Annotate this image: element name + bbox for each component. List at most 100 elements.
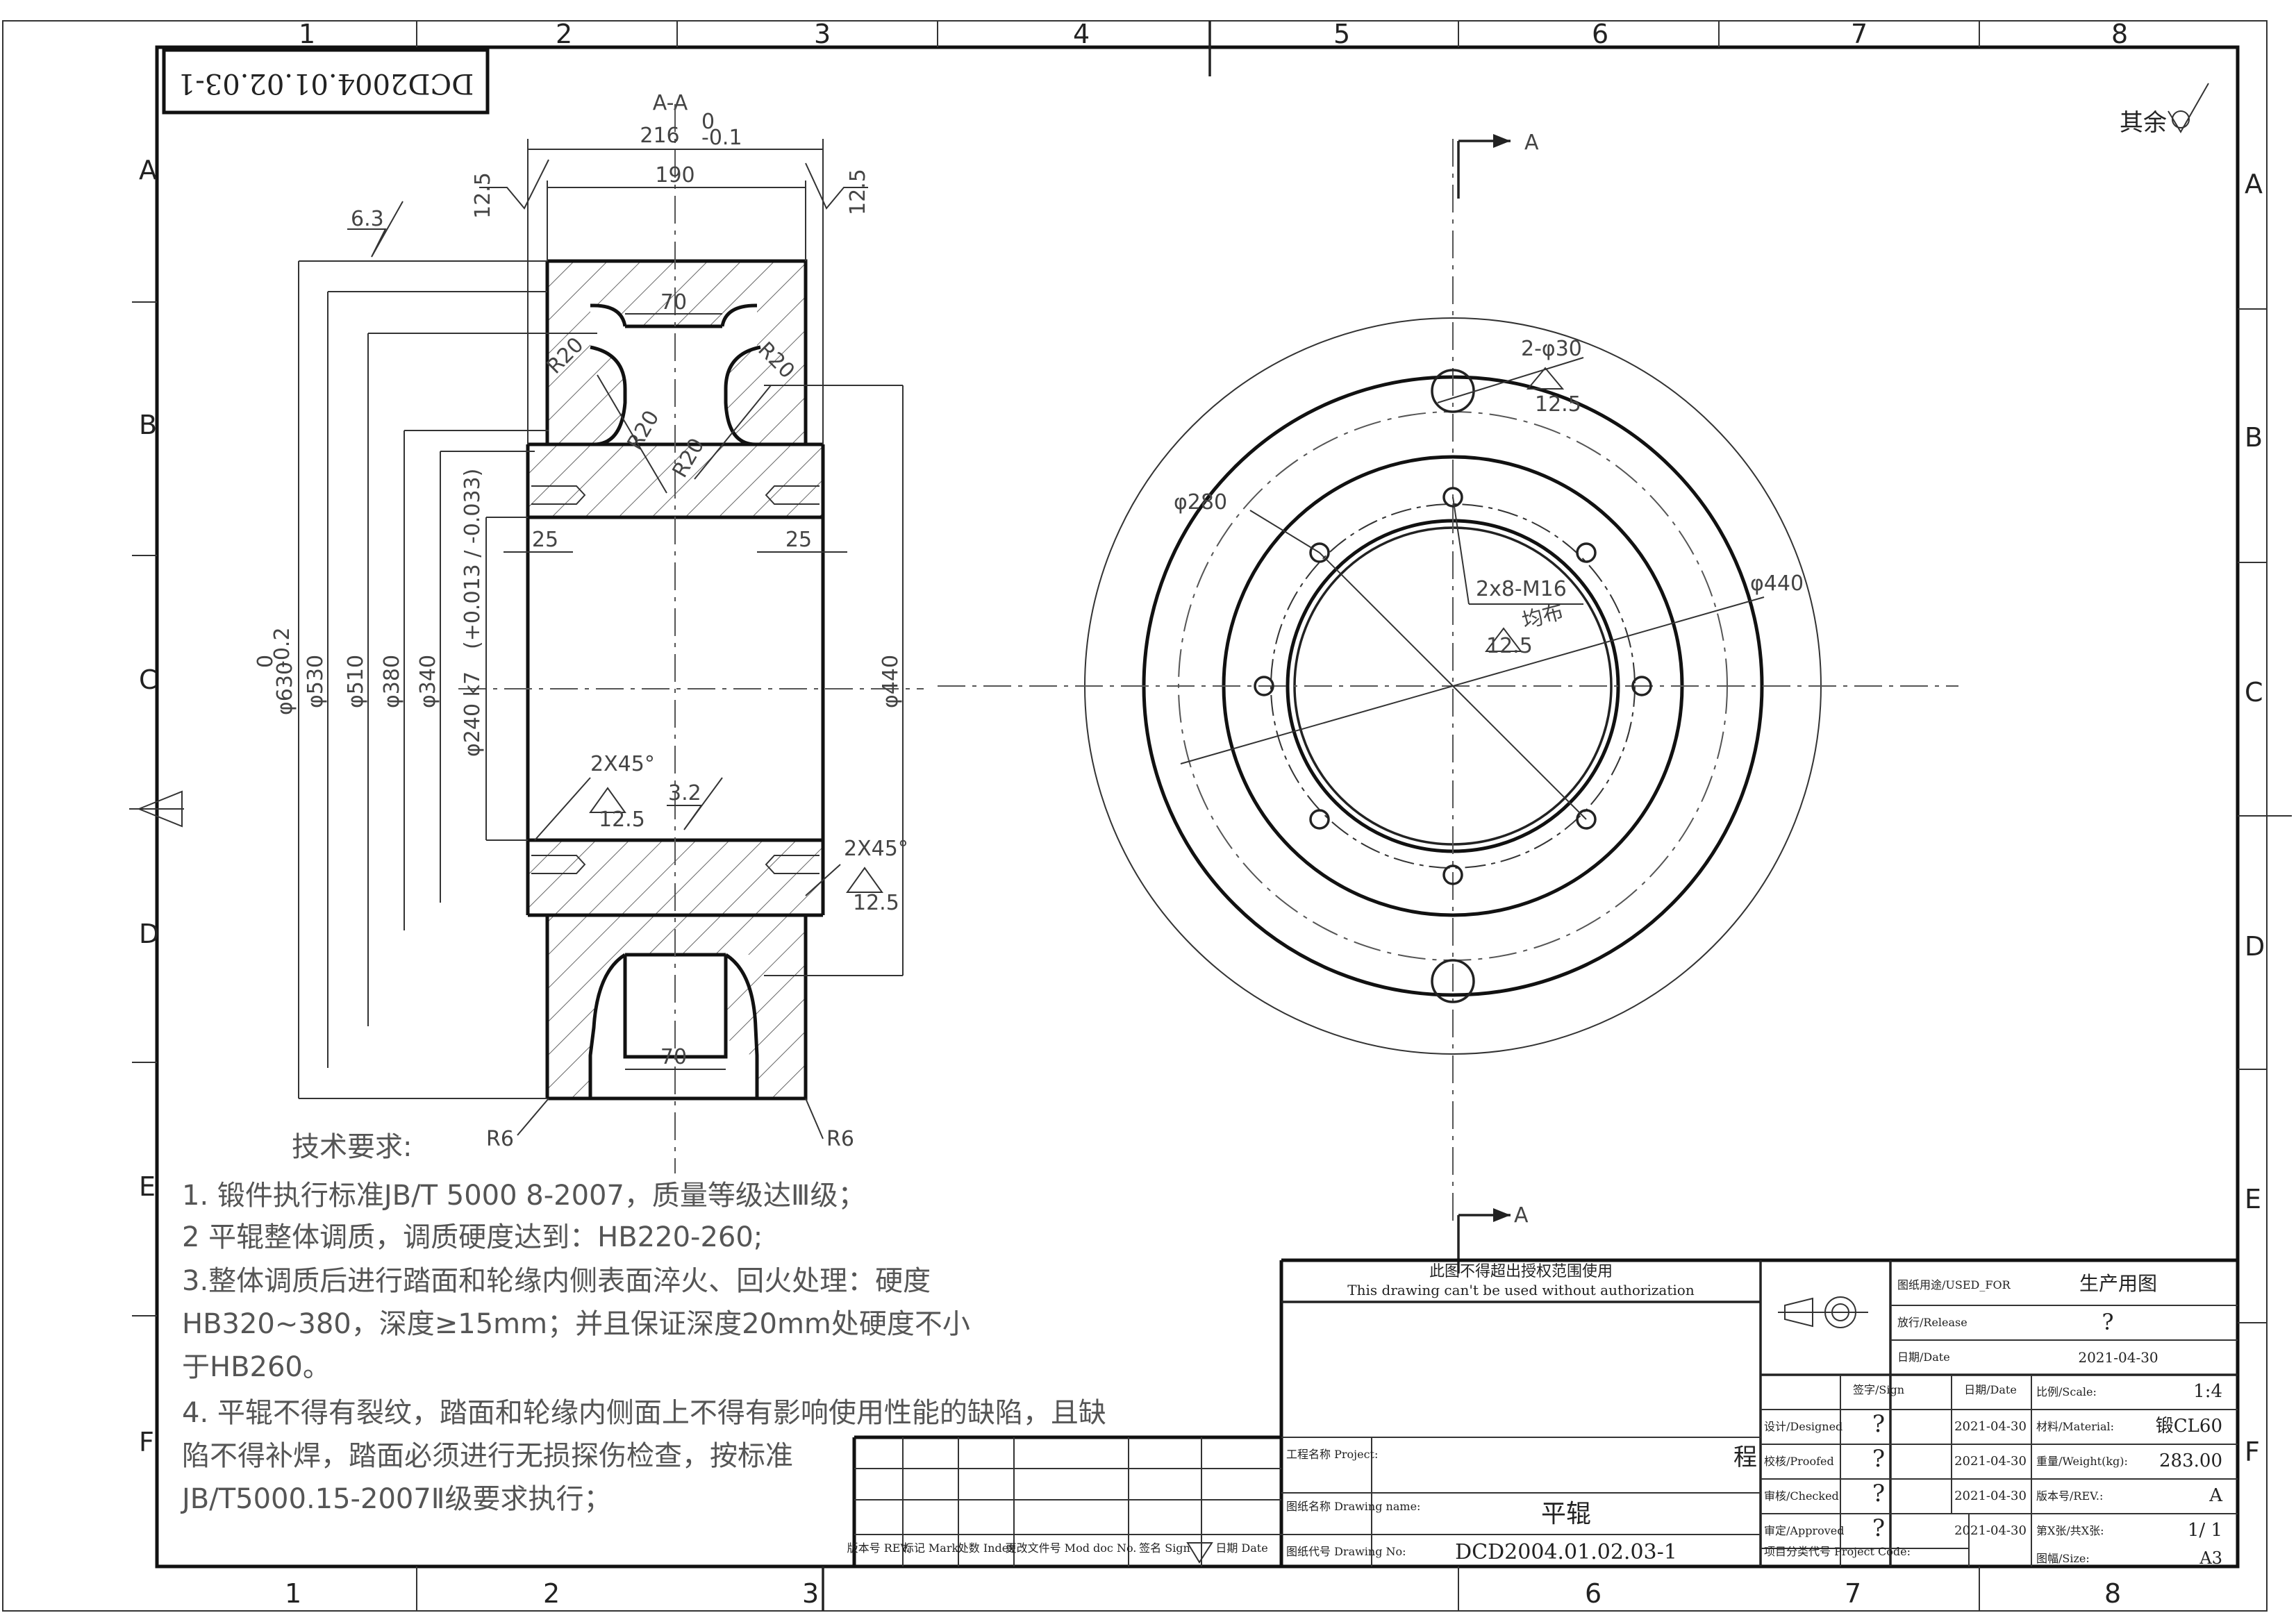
tech-req-line-8: JB/T5000.15-2007Ⅱ级要求执行； (180, 1483, 611, 1515)
dim-d630-tol-lower: -0.2 (270, 627, 294, 668)
tech-req-line-4: HB320~380，深度≥15mm；并且保证深度20mm处硬度不小 (182, 1308, 970, 1340)
holes-m16-roughness: 12.5 (1486, 634, 1533, 658)
row-approved-role: 审定/Approved (1764, 1524, 1844, 1537)
used-for-label: 图纸用途/USED_FOR (1897, 1278, 2011, 1291)
col-marker-bottom-2: 2 (543, 1578, 560, 1609)
row-marker-e: E (139, 1171, 156, 1202)
row-marker-right-c: C (2245, 677, 2263, 708)
sign-header: 签字/Sign (1853, 1383, 1904, 1396)
rev-header-mark: 标记 Mark (903, 1541, 959, 1555)
holes-2x30-label: 2-φ30 (1521, 337, 1582, 361)
row-checked-date: 2021-04-30 (1954, 1489, 2027, 1503)
release-value: ? (2102, 1309, 2113, 1335)
chamfer-2x45-b: 2X45° (844, 837, 908, 861)
col-marker-3: 3 (814, 19, 831, 49)
weight-value: 283.00 (2159, 1450, 2222, 1471)
date-header: 日期/Date (1964, 1383, 2017, 1396)
dim-25-left: 25 (532, 528, 558, 552)
rev-header-mod-doc: 更改文件号 Mod doc No. (1006, 1541, 1137, 1555)
roughness-12-5-b: 12.5 (846, 169, 870, 215)
drawing-name-value: 平辊 (1541, 1500, 1591, 1528)
dim-216: 216 (640, 124, 679, 148)
tech-req-line-2: 2 平辊整体调质，调质硬度达到：HB220-260; (182, 1221, 763, 1253)
drawing-no-label: 图纸代号 Drawing No: (1286, 1545, 1406, 1558)
date-value: 2021-04-30 (2078, 1349, 2158, 1366)
tech-req-line-6: 4. 平辊不得有裂纹，踏面和轮缘内侧面上不得有影响使用性能的缺陷，且缺 (182, 1397, 1106, 1429)
pitch-d280-label: φ280 (1174, 490, 1227, 515)
column-markers-bottom: 1 2 3 6 7 8 (285, 1566, 2121, 1611)
roughness-3-2: 3.2 (668, 781, 701, 805)
row-marker-f: F (139, 1427, 154, 1457)
revision-grid: 版本号 REV. 标记 Mark 处数 Index 更改文件号 Mod doc … (847, 1437, 1281, 1566)
row-marker-right-f: F (2245, 1437, 2260, 1467)
project-value: 程 (1733, 1444, 1757, 1471)
row-markers-right: A B C D E F (2238, 169, 2292, 1467)
row-marker-a: A (139, 155, 157, 185)
row-designed-date: 2021-04-30 (1954, 1419, 2027, 1434)
col-marker-6: 6 (1592, 19, 1608, 49)
m16-holes (1254, 487, 1652, 885)
roughness-12-5-d: 12.5 (853, 891, 899, 915)
rev-label: 版本号/REV.: (2036, 1489, 2103, 1503)
chamfer-2x45-a: 2X45° (590, 752, 655, 776)
col-marker-bottom-8: 8 (2104, 1578, 2121, 1609)
r6-label-left: R6 (486, 1127, 514, 1151)
row-marker-c: C (139, 664, 158, 695)
roughness-12-5-c: 12.5 (599, 808, 645, 832)
drawing-name-label: 图纸名称 Drawing name: (1286, 1500, 1420, 1513)
vertical-dims: φ630 0 -0.2 φ530 φ510 φ380 φ340 φ240 k7 … (253, 260, 904, 1099)
row-marker-right-a: A (2245, 169, 2263, 199)
used-for-value: 生产用图 (2079, 1272, 2157, 1295)
dim-d440: φ440 (879, 655, 903, 708)
size-label: 图幅/Size: (2036, 1552, 2090, 1565)
title-block: 版本号 REV. 标记 Mark 处数 Index 更改文件号 Mod doc … (847, 1258, 2238, 1568)
technical-requirements: 技术要求: 1. 锻件执行标准JB/T 5000 8-2007，质量等级达Ⅲ级；… (180, 1131, 1106, 1515)
rev-header-rev: 版本号 REV. (847, 1541, 910, 1555)
material-value: 锻CL60 (2156, 1416, 2222, 1437)
drawing-code-box: DCD2004.01.02.03-1 (162, 48, 490, 115)
rev-value: A (2208, 1485, 2223, 1506)
auth-cn: 此图不得超出授权范围使用 (1429, 1263, 1613, 1280)
col-marker-5: 5 (1333, 19, 1350, 49)
dim-groove-70-bottom: 70 (660, 1045, 687, 1069)
row-marker-d: D (139, 919, 159, 949)
section-groove-upper (590, 303, 761, 446)
r6-label-right: R6 (826, 1127, 854, 1151)
roughness-symbols: 12.5 12.5 6.3 12.5 3.2 12.5 (347, 159, 899, 915)
release-label: 放行/Release (1897, 1316, 1968, 1329)
row-marker-right-b: B (2245, 422, 2263, 453)
col-marker-4: 4 (1073, 19, 1090, 49)
roughness-rest-symbol: 其余 (2120, 83, 2209, 137)
col-marker-bottom-6: 6 (1585, 1578, 1602, 1609)
row-approved-date: 2021-04-30 (1954, 1523, 2027, 1538)
section-view: A-A 216 0 -0.1 190 (253, 91, 924, 1173)
col-marker-1: 1 (299, 19, 315, 49)
drawing-code-box-text: DCD2004.01.02.03-1 (178, 67, 474, 99)
rev-header-index: 处数 Index (958, 1541, 1015, 1555)
weight-label: 重量/Weight(kg): (2036, 1455, 2128, 1468)
scale-value: 1:4 (2193, 1381, 2222, 1402)
col-marker-bottom-3: 3 (802, 1578, 819, 1609)
hatch-lower-hub (528, 840, 823, 915)
row-designed-role: 设计/Designed (1764, 1420, 1842, 1433)
dim-d240-tol: (+0.013 / -0.033) (460, 469, 485, 649)
dim-216-tol-upper: 0 (701, 110, 715, 134)
row-marker-right-d: D (2245, 931, 2265, 962)
row-proofed-sign: ? (1872, 1445, 1885, 1473)
dim-190: 190 (655, 163, 694, 187)
projection-symbol-icon (1778, 1296, 1868, 1328)
row-approved-sign: ? (1872, 1514, 1885, 1542)
row-proofed-role: 校核/Proofed (1764, 1455, 1834, 1468)
tech-req-line-5: 于HB260。 (182, 1351, 331, 1383)
holes-m16-label: 2x8-M16 (1476, 577, 1567, 601)
row-marker-b: B (139, 410, 157, 440)
sheet-frame (2, 20, 2268, 1612)
row-checked-sign: ? (1872, 1480, 1885, 1507)
material-label: 材料/Material: (2036, 1420, 2114, 1433)
row-proofed-date: 2021-04-30 (1954, 1454, 2027, 1469)
col-marker-bottom-7: 7 (1845, 1578, 1861, 1609)
section-marker-bottom: A (1514, 1203, 1529, 1228)
tech-req-title: 技术要求: (292, 1131, 412, 1163)
row-designed-sign: ? (1872, 1410, 1885, 1438)
size-value: A3 (2199, 1548, 2222, 1568)
